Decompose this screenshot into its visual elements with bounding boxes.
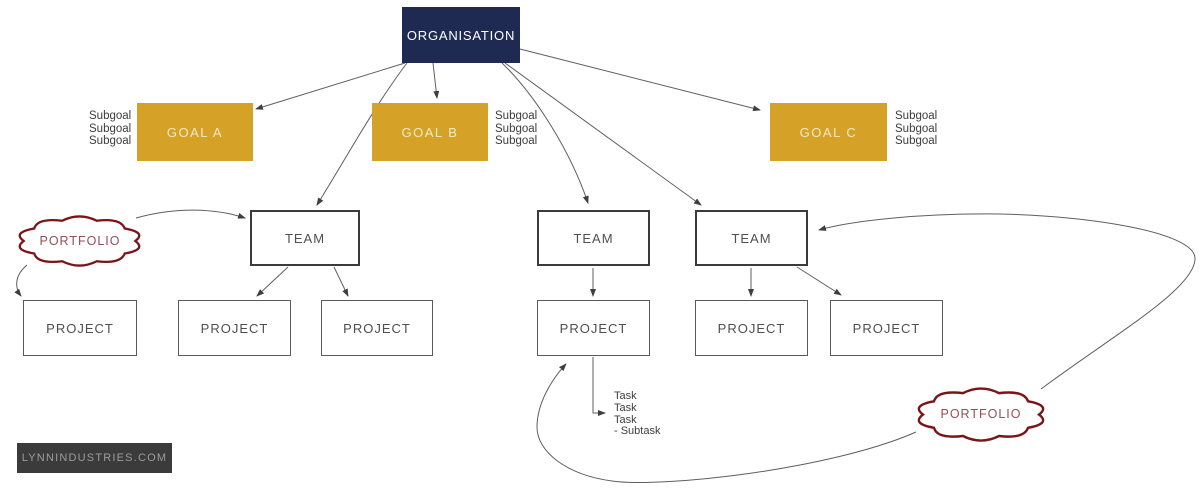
connector-portfolio1-project-1 <box>14 264 28 297</box>
team-box-2: TEAM <box>537 210 650 266</box>
task-list: Task Task Task - Subtask <box>614 390 661 438</box>
project-box-4: PROJECT <box>695 300 808 356</box>
connector-portfolio1-team-1 <box>135 209 246 219</box>
organisation-box: ORGANISATION <box>402 7 520 63</box>
connector-team3-project-5 <box>796 266 842 296</box>
subgoal-line: Subgoal <box>495 110 538 122</box>
connector-org-team-3 <box>504 62 702 206</box>
project-box-mid: PROJECT <box>537 300 650 356</box>
subgoal-line: Subgoal <box>89 135 132 147</box>
task-line: Task <box>614 413 637 426</box>
portfolio-label-left: PORTFOLIO <box>39 234 121 248</box>
connector-org-goal-c <box>519 48 761 112</box>
task-line: Task <box>614 390 637 402</box>
project-box-2: PROJECT <box>178 300 291 356</box>
connector-org-team-2 <box>501 62 589 204</box>
task-line: Task <box>614 401 637 414</box>
connector-project-tasks <box>592 357 606 416</box>
subgoal-line: Subgoal <box>895 135 938 147</box>
goal-a-box: GOAL A <box>137 103 253 161</box>
subgoal-line: Subgoal <box>89 110 132 122</box>
watermark-badge: LYNNINDUSTRIES.COM <box>17 443 172 473</box>
connector-team1-project-3 <box>333 266 349 297</box>
subgoal-line: Subgoal <box>495 122 538 135</box>
goal-c-box: GOAL C <box>770 103 887 161</box>
subgoal-line: Subgoal <box>89 122 132 135</box>
connector-team1-project-2 <box>256 266 289 297</box>
connector-portfolio2-team-3 <box>818 213 1196 390</box>
project-box-1: PROJECT <box>23 300 137 356</box>
subgoal-list-b: Subgoal Subgoal Subgoal <box>495 110 537 148</box>
goal-b-box: GOAL B <box>372 103 488 161</box>
subtask-line: - Subtask <box>614 425 661 438</box>
subgoal-line: Subgoal <box>895 110 938 122</box>
subgoal-list-a: Subgoal Subgoal Subgoal <box>89 110 131 148</box>
portfolio-label-right: PORTFOLIO <box>940 407 1022 421</box>
team-box-3: TEAM <box>695 210 808 266</box>
connector-org-goal-a <box>255 62 406 110</box>
connector-portfolio2-project-mid <box>536 363 917 483</box>
connector-org-team-1 <box>316 62 408 206</box>
subgoal-list-c: Subgoal Subgoal Subgoal <box>895 110 937 148</box>
project-box-5: PROJECT <box>830 300 943 356</box>
subgoal-line: Subgoal <box>495 135 538 147</box>
subgoal-line: Subgoal <box>895 122 938 135</box>
connector-org-goal-b <box>432 62 440 99</box>
project-box-3: PROJECT <box>321 300 433 356</box>
team-box-1: TEAM <box>250 210 360 266</box>
